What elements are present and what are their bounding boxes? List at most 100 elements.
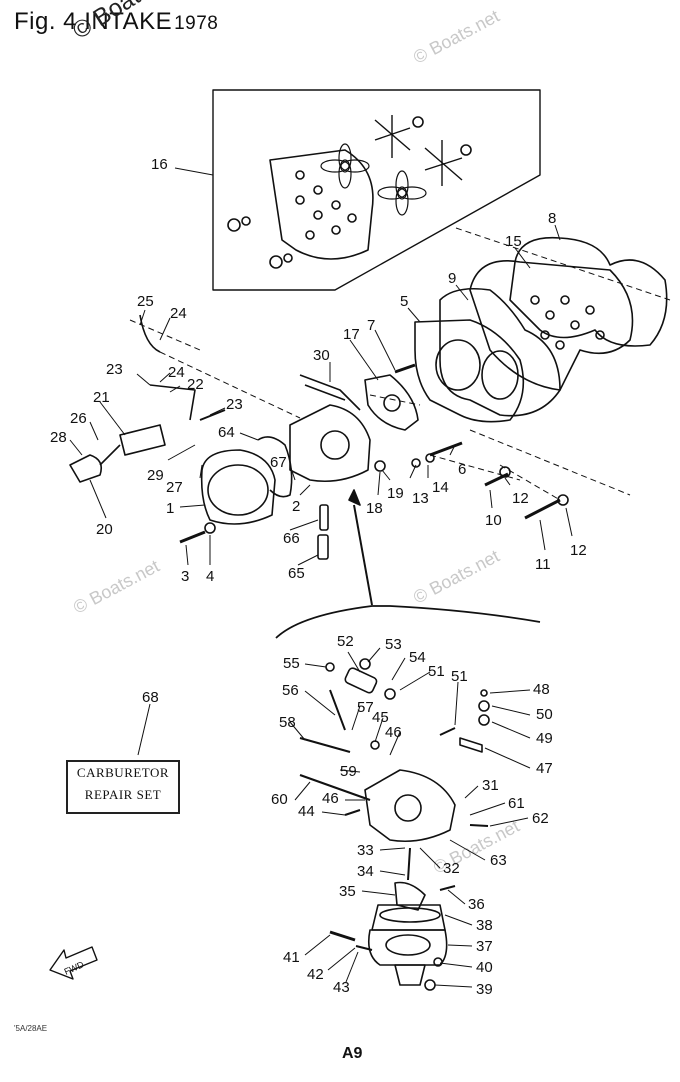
part-number: 2 (292, 498, 301, 515)
part-number: 68 (142, 689, 159, 706)
part-number: 32 (443, 860, 460, 877)
part-number: 61 (508, 795, 525, 812)
part-number: 16 (151, 156, 168, 173)
part-number: 41 (283, 949, 300, 966)
part-number: 23 (106, 361, 123, 378)
reed-petals-1 (320, 143, 370, 189)
part-number: 45 (372, 709, 389, 726)
part-number: 47 (536, 760, 553, 777)
part-number: 54 (409, 649, 426, 666)
intake-manifold-5 (414, 319, 525, 423)
reed-stopper-1 (374, 115, 411, 158)
part-number: 25 (137, 293, 154, 310)
link-rod-56 (329, 689, 346, 731)
carburetor-lower-body (364, 769, 456, 843)
part-number: 42 (307, 966, 324, 983)
part-number: 29 (147, 467, 164, 484)
part-number: 40 (476, 959, 493, 976)
part-number: 24 (168, 364, 185, 381)
part-number: 17 (343, 326, 360, 343)
carburetor-body (289, 404, 371, 483)
part-number: 37 (476, 938, 493, 955)
part-number: 62 (532, 810, 549, 827)
part-number: 23 (226, 396, 243, 413)
part-number: 52 (337, 633, 354, 650)
part-number: 3 (181, 568, 190, 585)
part-number: 36 (468, 896, 485, 913)
figure-code: '5A/28AE (14, 1024, 48, 1033)
reed-valve-inset-box (212, 89, 541, 291)
part-number: 7 (367, 317, 376, 334)
part-number: 14 (432, 479, 449, 496)
part-number: 20 (96, 521, 113, 538)
choke-shaft-58 (299, 736, 351, 754)
part-number: 24 (170, 305, 187, 322)
part-number: 51 (451, 668, 468, 685)
part-number: 38 (476, 917, 493, 934)
part-number: 44 (298, 803, 315, 820)
part-number: 18 (366, 500, 383, 517)
part-number: 6 (458, 461, 467, 478)
part-number: 13 (412, 490, 429, 507)
choke-bracket-21 (119, 424, 166, 456)
repair-set-line-1: CARBURETOR (76, 765, 170, 780)
part-number: 60 (271, 791, 288, 808)
fwd-arrow (49, 946, 98, 980)
part-number: 46 (322, 790, 339, 807)
part-number: 22 (187, 376, 204, 393)
part-number: 9 (448, 270, 457, 287)
part-number: 43 (333, 979, 350, 996)
carburetor-repair-set-box: CARBURETOR REPAIR SET (66, 760, 180, 814)
part-number: 11 (535, 556, 551, 573)
part-number: 33 (357, 842, 374, 859)
part-number: 53 (385, 636, 402, 653)
repair-set-line-2: REPAIR SET (84, 787, 162, 802)
reed-petals-2 (377, 170, 427, 216)
part-number: 19 (387, 485, 404, 502)
gasket-17 (364, 374, 419, 431)
part-number: 65 (288, 565, 305, 582)
page-number: A9 (342, 1045, 363, 1062)
part-number: 51 (428, 663, 445, 680)
part-number: 46 (385, 724, 402, 741)
part-number: 55 (283, 655, 300, 672)
part-number: 10 (485, 512, 502, 529)
plate-15 (469, 260, 634, 391)
part-number: 66 (283, 530, 300, 547)
part-number: 57 (357, 699, 374, 716)
part-number: 58 (279, 714, 296, 731)
gasket-9 (439, 287, 561, 417)
part-number: 27 (166, 479, 183, 496)
part-number: 59 (340, 763, 357, 780)
throttle-shaft-59 (299, 773, 371, 802)
figure-title-text: Fig. 4 INTAKE (14, 8, 173, 35)
part-number: 30 (313, 347, 330, 364)
part-number: 5 (400, 293, 409, 310)
part-number: 50 (536, 706, 553, 723)
choke-knob-20 (69, 454, 103, 483)
part-number: 31 (482, 777, 499, 794)
part-number: 39 (476, 981, 493, 998)
part-number: 28 (50, 429, 67, 446)
part-number: 1 (166, 500, 175, 517)
part-number: 63 (490, 852, 507, 869)
part-number: 26 (70, 410, 87, 427)
part-number: 49 (536, 730, 553, 747)
gasket-8 (509, 236, 668, 347)
reed-valve-plate (269, 149, 374, 260)
part-number: 48 (533, 681, 550, 698)
part-number: 4 (206, 568, 215, 585)
part-number: 21 (93, 389, 110, 406)
figure-year: 1978 (174, 13, 219, 34)
air-silencer-1 (200, 449, 276, 525)
reed-stopper-2 (424, 140, 463, 186)
part-number: 15 (505, 233, 522, 250)
choke-rod-25 (139, 314, 161, 353)
part-number: 12 (570, 542, 587, 559)
part-number: 64 (218, 424, 235, 441)
part-number: 67 (270, 454, 287, 471)
part-number: 34 (357, 863, 374, 880)
part-number: 35 (339, 883, 356, 900)
